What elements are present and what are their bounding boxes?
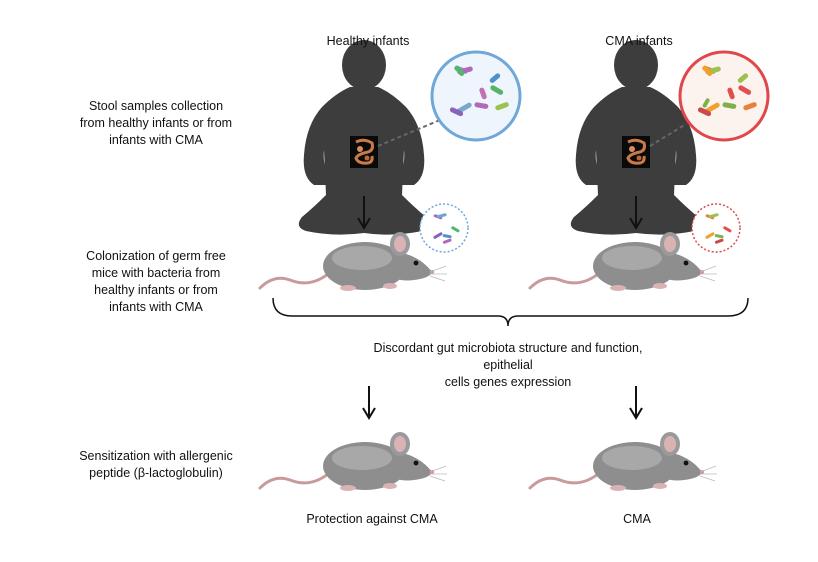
healthy-zoom-line bbox=[377, 119, 441, 147]
cma-small-microbiota-icon bbox=[691, 203, 741, 253]
step-stool-collection: Stool samples collection from healthy in… bbox=[79, 99, 233, 147]
healthy-microbiota-circle-icon bbox=[430, 50, 522, 142]
healthy-sensitized-mouse-icon bbox=[258, 430, 449, 493]
brace-icon bbox=[272, 297, 749, 327]
cma-gut-icon bbox=[620, 134, 652, 170]
cma-zoom-line bbox=[649, 123, 687, 147]
shared-result-text: Discordant gut microbiota structure and … bbox=[373, 341, 643, 389]
healthy-small-microbiota-icon bbox=[419, 203, 469, 253]
step-colonization: Colonization of germ free mice with bact… bbox=[86, 249, 226, 314]
cma-outcome-label: CMA bbox=[623, 512, 651, 526]
healthy-colonized-mouse-icon bbox=[258, 230, 449, 293]
cma-microbiota-circle-icon bbox=[678, 50, 770, 142]
healthy-infants-title: Healthy infants bbox=[326, 34, 410, 48]
cma-colonized-mouse-icon bbox=[528, 230, 719, 293]
healthy-gut-icon bbox=[348, 134, 380, 170]
cma-infants-title: CMA infants bbox=[605, 34, 673, 48]
cma-sensitized-mouse-icon bbox=[528, 430, 719, 493]
step-sensitization: Sensitization with allergenic peptide (β… bbox=[79, 449, 233, 480]
healthy-outcome-label: Protection against CMA bbox=[306, 512, 438, 526]
